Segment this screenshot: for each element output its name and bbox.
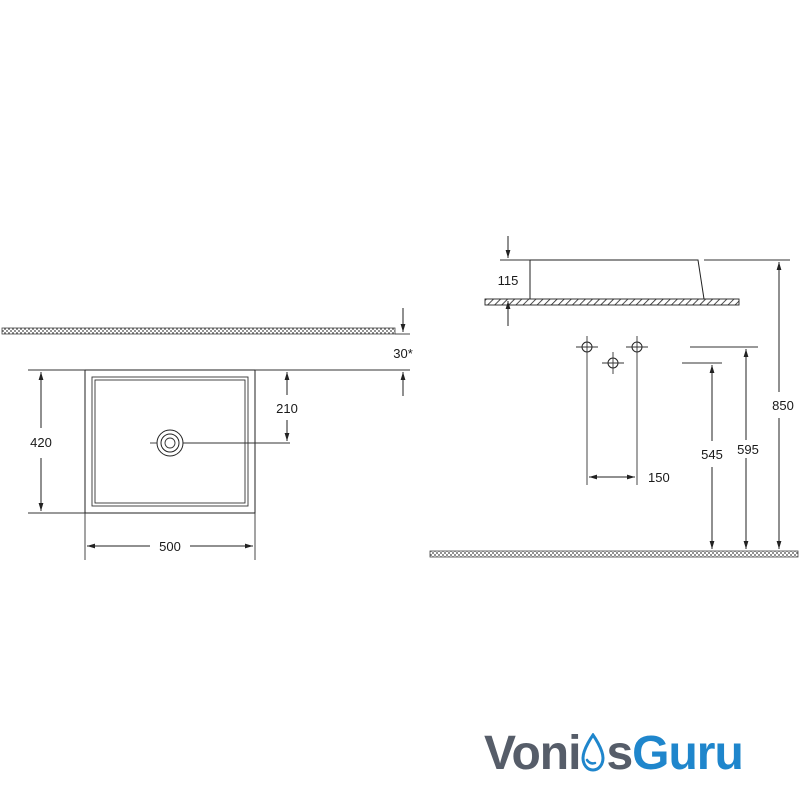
dim-595-label: 595: [737, 442, 759, 457]
dim-500-label: 500: [159, 539, 181, 554]
brand-part-1: Voni: [484, 727, 581, 780]
front-view: 420 500 210 30*: [1, 308, 413, 560]
water-connection-right-icon: [626, 336, 648, 485]
side-view: 115 850 150: [429, 236, 799, 558]
countertop-hatched: [484, 298, 740, 306]
basin-inner: [91, 376, 249, 507]
dim-115-label: 115: [498, 273, 519, 288]
brand-part-2: s: [606, 727, 633, 780]
drain-icon: [150, 429, 290, 457]
dim-150-label: 150: [648, 470, 670, 485]
brand-part-3: Guru: [632, 727, 744, 780]
basin-side-outline: [529, 259, 705, 300]
dim-850-label: 850: [772, 398, 794, 413]
basin-inner-2: [94, 379, 246, 504]
basin-outer: [84, 369, 256, 514]
dim-30-label: 30*: [393, 346, 413, 361]
floor-strip: [429, 550, 799, 558]
dim-545-label: 545: [701, 447, 723, 462]
dim-210-label: 210: [276, 401, 298, 416]
water-connection-left-icon: [576, 336, 598, 485]
dim-420-label: 420: [30, 435, 52, 450]
drain-connection-icon: [602, 352, 624, 374]
counter-strip: [1, 327, 396, 335]
water-drop-icon: [581, 733, 605, 772]
